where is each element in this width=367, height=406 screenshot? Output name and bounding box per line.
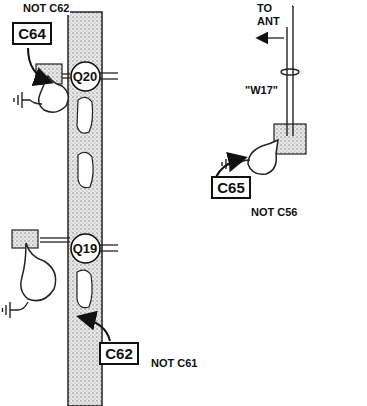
- capacitor: [21, 243, 56, 301]
- ground-lead: [10, 100, 250, 310]
- callout-number: C62: [105, 345, 133, 362]
- solder-blob: [77, 97, 93, 133]
- callout-box: C64: [12, 22, 52, 45]
- callout-box: C62: [99, 342, 139, 365]
- ground-symbol: [3, 92, 231, 318]
- callout-number: C64: [18, 25, 46, 42]
- circuit-strip: [68, 12, 102, 406]
- part-name: Q20: [73, 69, 98, 84]
- note-label: TO ANT: [256, 2, 292, 27]
- note-label: NOT C56: [250, 206, 298, 219]
- transistor-circle: Q20: [70, 61, 101, 92]
- solder-pad: [12, 230, 38, 248]
- solder-blob: [78, 152, 93, 187]
- capacitor: [39, 76, 69, 112]
- note-label: "W17": [244, 84, 279, 97]
- note-label: NOT C62: [22, 2, 70, 15]
- part-name: Q19: [73, 241, 98, 256]
- note-label: NOT C61: [150, 357, 198, 370]
- solder-blob: [77, 270, 92, 308]
- callout-number: C65: [217, 179, 245, 196]
- direction-arrow: [258, 37, 284, 38]
- transistor-circle: Q19: [70, 233, 101, 264]
- capacitor: [248, 140, 278, 174]
- callout-box: C65: [211, 176, 251, 199]
